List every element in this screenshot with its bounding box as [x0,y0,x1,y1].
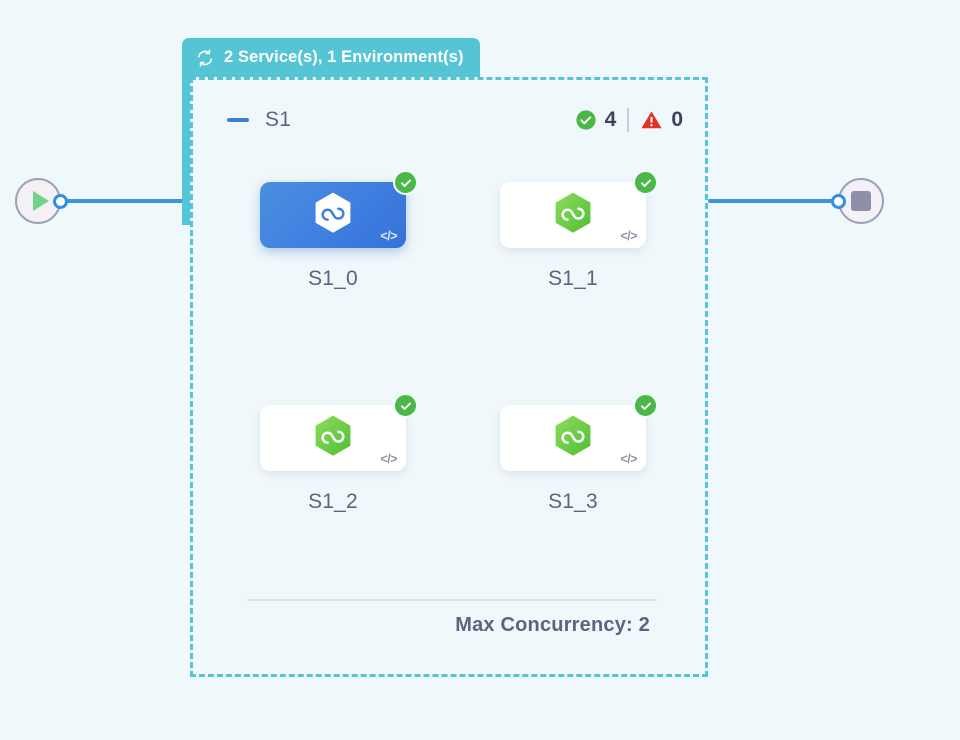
check-icon [400,179,411,187]
stop-node-input-handle[interactable] [831,194,846,209]
group-name-label: S1 [265,108,292,131]
node-card[interactable]: </> [500,170,658,248]
group-toolbar: S1 4 0 [193,102,705,138]
service-node-s1-1[interactable]: </> S1_1 [500,170,658,291]
node-status-badge [393,170,418,195]
group-header-label: 2 Service(s), 1 Environment(s) [224,48,464,66]
service-group-container[interactable]: S1 4 0 [190,77,708,677]
error-count: 0 [671,108,683,131]
node-label: S1_0 [308,267,358,290]
sync-icon [197,48,213,67]
check-icon [640,402,651,410]
group-status-cluster: 4 0 [575,108,683,132]
node-card[interactable]: </> [500,393,658,471]
edge-start-to-group[interactable] [60,199,190,203]
check-icon [400,402,411,410]
node-status-badge [393,393,418,418]
play-icon [32,191,49,211]
check-icon [640,179,651,187]
service-node-s1-3[interactable]: </> S1_3 [500,393,658,514]
group-footer-divider [247,599,657,601]
error-status[interactable]: 0 [640,108,683,132]
hexagon-loop-logo-icon [315,192,351,233]
service-node-s1-0[interactable]: </> S1_0 [260,170,418,291]
success-count: 4 [604,108,617,131]
code-icon: </> [620,452,637,466]
node-label: S1_2 [308,490,358,513]
warning-triangle-icon [641,111,662,129]
check-circle-icon [576,110,596,130]
group-left-rail [182,77,191,225]
hexagon-loop-logo-icon [315,415,351,456]
stop-icon [851,191,871,211]
group-collapse-button[interactable]: S1 [227,108,291,132]
node-status-badge [633,393,658,418]
success-status[interactable]: 4 [575,108,617,132]
node-card[interactable]: </> [260,170,418,248]
node-card[interactable]: </> [260,393,418,471]
node-status-badge [633,170,658,195]
node-label: S1_1 [548,267,598,290]
code-icon: </> [380,452,397,466]
service-node-s1-2[interactable]: </> S1_2 [260,393,418,514]
start-node-output-handle[interactable] [53,194,68,209]
status-divider [627,108,630,132]
hexagon-loop-logo-icon [555,192,591,233]
code-icon: </> [380,229,397,243]
minus-icon [227,118,249,122]
hexagon-loop-logo-icon [555,415,591,456]
max-concurrency-label: Max Concurrency: 2 [455,614,650,636]
code-icon: </> [620,229,637,243]
edge-group-to-stop[interactable] [708,199,838,203]
group-header-chip[interactable]: 2 Service(s), 1 Environment(s) [182,38,480,77]
node-label: S1_3 [548,490,598,513]
